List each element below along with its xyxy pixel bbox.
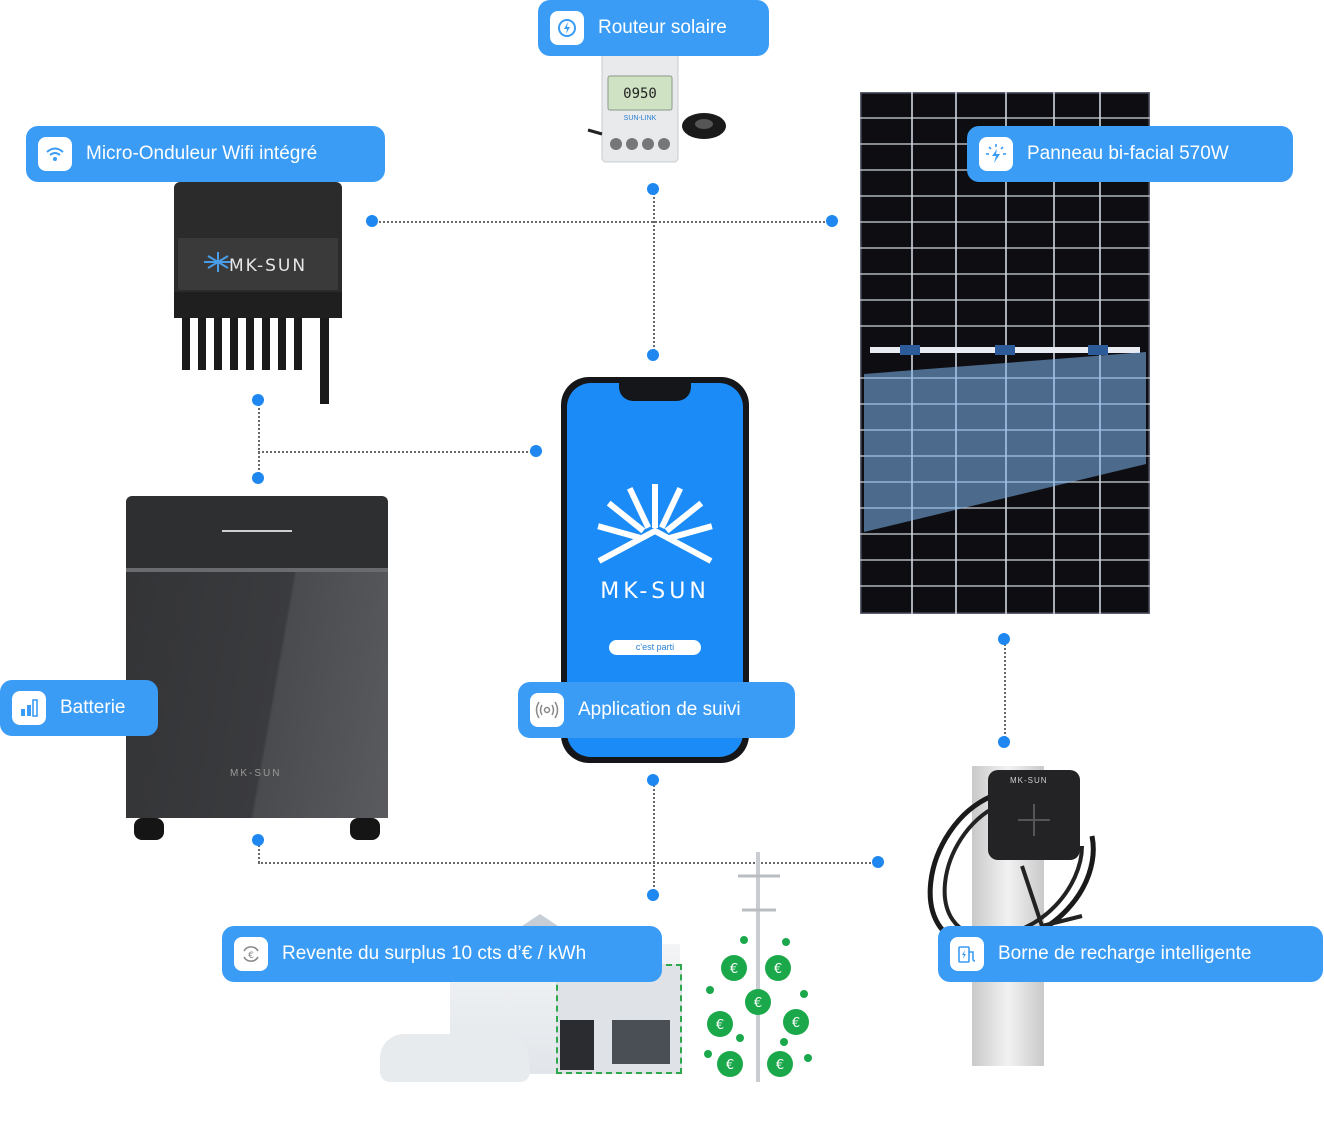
connector-router-app bbox=[653, 189, 655, 355]
label-app: Application de suivi bbox=[518, 682, 795, 738]
label-router-text: Routeur solaire bbox=[598, 17, 727, 38]
node-dot bbox=[252, 472, 264, 484]
sun-logo-icon bbox=[597, 484, 713, 564]
phone-brand-text: MK-SUN bbox=[600, 579, 710, 604]
router-brand-text: SUN-LINK bbox=[624, 115, 657, 122]
node-dot bbox=[647, 349, 659, 361]
node-dot bbox=[872, 856, 884, 868]
svg-text:€: € bbox=[754, 996, 762, 1011]
inverter-brand-text: MK-SUN bbox=[229, 256, 307, 276]
svg-text:€: € bbox=[774, 962, 782, 977]
svg-text:€: € bbox=[776, 1058, 784, 1073]
connector-panel-charger bbox=[1004, 639, 1006, 742]
utility-pole-image bbox=[738, 852, 780, 1082]
label-charger: Borne de recharge intelligente bbox=[938, 926, 1323, 982]
signal-icon bbox=[530, 693, 564, 727]
connector-battery-bottom bbox=[258, 840, 260, 863]
label-battery-text: Batterie bbox=[60, 697, 126, 718]
router-display-value: 0950 bbox=[623, 86, 657, 102]
connector-inverter-battery bbox=[258, 400, 260, 478]
label-router: Routeur solaire bbox=[538, 0, 769, 56]
svg-text:€: € bbox=[726, 1058, 734, 1073]
label-resale-text: Revente du surplus 10 cts d’€ / kWh bbox=[282, 943, 587, 964]
node-dot bbox=[826, 215, 838, 227]
euro-coins-icon: € € € € € € € bbox=[704, 936, 812, 1077]
connector-app-resale bbox=[653, 780, 655, 895]
svg-text:€: € bbox=[730, 962, 738, 977]
battery-image: MK-SUN bbox=[126, 496, 388, 842]
ev-charger-image: MK-SUN bbox=[912, 766, 1132, 1066]
connector-inverter-panel bbox=[372, 221, 832, 223]
micro-inverter-image: MK-SUN bbox=[174, 182, 342, 404]
label-battery: Batterie bbox=[0, 680, 158, 736]
svg-text:€: € bbox=[248, 951, 254, 961]
node-dot bbox=[530, 445, 542, 457]
label-charger-text: Borne de recharge intelligente bbox=[998, 943, 1252, 964]
refresh-euro-icon: € bbox=[234, 937, 268, 971]
node-dot bbox=[252, 394, 264, 406]
label-panel-text: Panneau bi-facial 570W bbox=[1027, 143, 1229, 164]
connector-battery-app bbox=[258, 451, 536, 453]
svg-text:€: € bbox=[792, 1016, 800, 1031]
svg-text:€: € bbox=[716, 1018, 724, 1033]
label-app-text: Application de suivi bbox=[578, 699, 741, 720]
sun-bolt-icon bbox=[979, 137, 1013, 171]
label-micro-inverter-text: Micro-Onduleur Wifi intégré bbox=[86, 143, 318, 164]
battery-brand-text: MK-SUN bbox=[230, 768, 282, 779]
gauge-icon bbox=[550, 11, 584, 45]
node-dot bbox=[647, 889, 659, 901]
bar-chart-icon bbox=[12, 691, 46, 725]
charger-brand-text: MK-SUN bbox=[1010, 776, 1048, 785]
connector-battery-charger bbox=[258, 862, 878, 864]
node-dot bbox=[998, 736, 1010, 748]
label-resale: € Revente du surplus 10 cts d’€ / kWh bbox=[222, 926, 662, 982]
node-dot bbox=[366, 215, 378, 227]
node-dot bbox=[647, 774, 659, 786]
ev-charge-icon bbox=[950, 937, 984, 971]
solar-router-image: 0950 SUN-LINK bbox=[587, 52, 726, 163]
node-dot bbox=[647, 183, 659, 195]
node-dot bbox=[998, 633, 1010, 645]
wifi-icon bbox=[38, 137, 72, 171]
label-micro-inverter: Micro-Onduleur Wifi intégré bbox=[26, 126, 385, 182]
node-dot bbox=[252, 834, 264, 846]
app-start-button[interactable]: c'est parti bbox=[609, 640, 701, 655]
label-panel: Panneau bi-facial 570W bbox=[967, 126, 1293, 182]
